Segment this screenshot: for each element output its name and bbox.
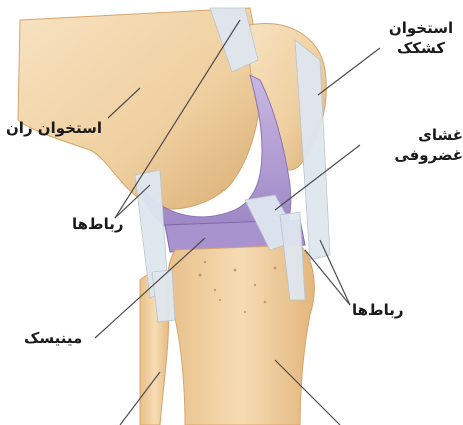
leader-patella bbox=[318, 48, 380, 95]
label-meniscus: مینیسک bbox=[24, 328, 82, 348]
label-articular-cartilage: غشای غضروفی bbox=[352, 125, 463, 165]
label-patella: استخوان کشکک bbox=[382, 18, 460, 58]
label-ligaments-left: رباط‌ها bbox=[72, 214, 124, 234]
label-femur: استخوان ران bbox=[6, 118, 102, 138]
leader-ligament-right-2 bbox=[320, 240, 350, 305]
label-ligaments-right: رباط‌ها bbox=[352, 300, 404, 320]
